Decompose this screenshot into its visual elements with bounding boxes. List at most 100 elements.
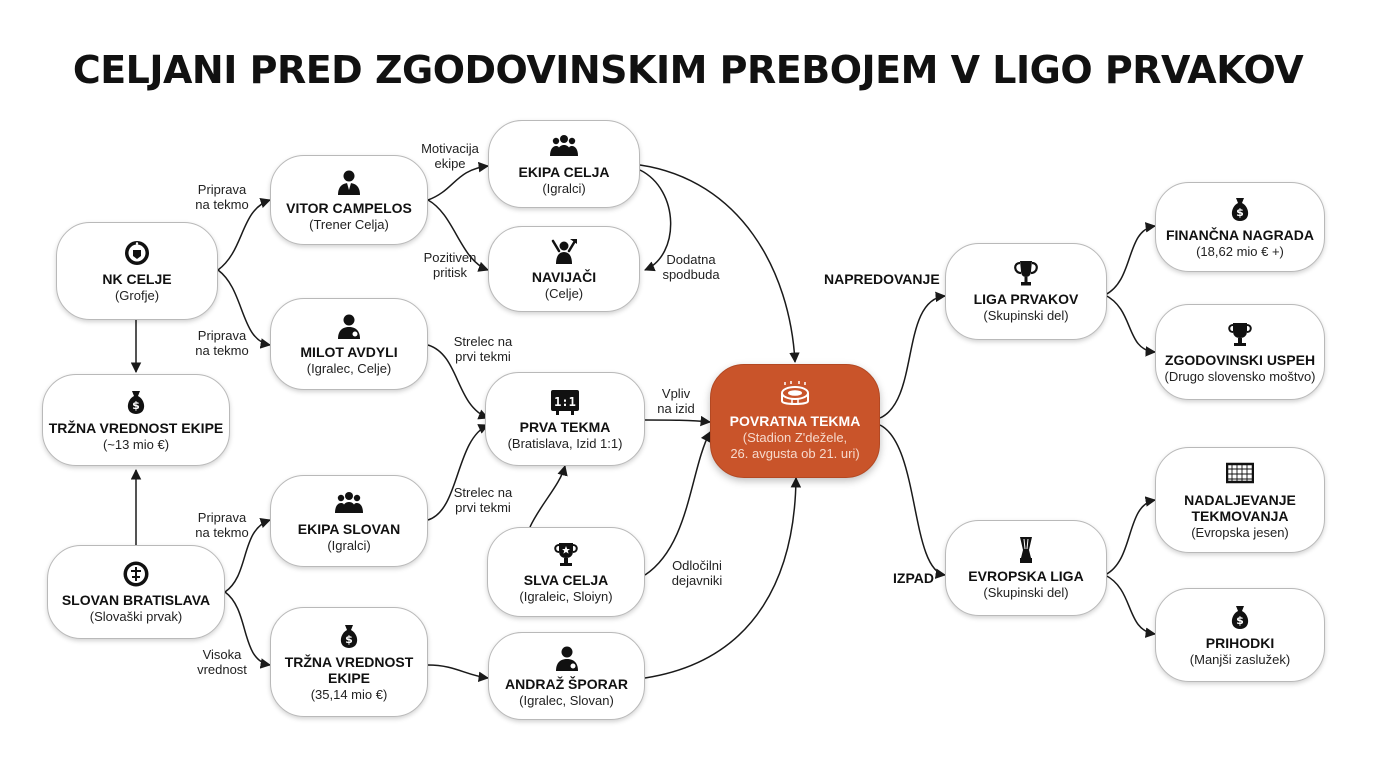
node-title: FINANČNA NAGRADA (1165, 226, 1315, 243)
money-bag-icon: $ (335, 622, 363, 650)
node-subtitle: (Igralci) (542, 180, 586, 196)
outcome-izpad: IZPAD (893, 570, 934, 586)
node-navijaci[interactable]: NAVIJAČI (Celje) (488, 226, 640, 312)
node-subtitle: (Slovaški prvak) (89, 608, 183, 624)
edge-liga-zgodovinski (1104, 294, 1157, 357)
node-subtitle: (~13 mio €) (102, 436, 170, 452)
node-title: TRŽNA VREDNOST EKIPE (284, 653, 414, 686)
node-povratna-tekma[interactable]: POVRATNA TEKMA (Stadion Z'dežele, 26. av… (710, 364, 880, 478)
node-nadaljevanje-tekmovanja[interactable]: NADALJEVANJE TEKMOVANJA (Evropska jesen) (1155, 447, 1325, 553)
node-title: ZGODOVINSKI USPEH (1164, 351, 1316, 368)
edge-label-vpliv: Vpliv na izid (657, 386, 695, 416)
node-title: SLOVAN BRATISLAVA (61, 591, 211, 608)
node-financna-nagrada[interactable]: $ FINANČNA NAGRADA (18,62 mio € +) (1155, 182, 1325, 272)
node-subtitle: (Bratislava, Izid 1:1) (507, 435, 623, 451)
edge-celje-milot (217, 269, 272, 349)
edge-milot-prva (427, 344, 489, 420)
node-title: NADALJEVANJE TEKMOVANJA (1184, 491, 1296, 524)
scoreboard-icon: 1:1 (551, 387, 579, 415)
node-title: VITOR CAMPELOS (286, 199, 412, 216)
svg-text:$: $ (132, 399, 140, 412)
node-subtitle: (Igralci) (327, 537, 371, 553)
edge-label-motivacija: Motivacija ekipe (421, 141, 479, 171)
edge-slva-povratna (644, 431, 711, 576)
club-crest-icon (122, 560, 150, 588)
node-nk-celje[interactable]: NK CELJE (Grofje) (56, 222, 218, 320)
node-subtitle: (Drugo slovensko moštvo) (1164, 368, 1316, 384)
edge-celje-vitor (217, 198, 271, 271)
node-milot-avdyli[interactable]: MILOT AVDYLI (Igralec, Celje) (270, 298, 428, 390)
node-subtitle: (Celje) (544, 285, 584, 301)
node-liga-prvakov[interactable]: LIGA PRVAKOV (Skupinski del) (945, 243, 1107, 340)
node-subtitle: (Igraleic, Sloiyn) (519, 588, 613, 604)
svg-text:$: $ (1236, 614, 1244, 627)
node-title: MILOT AVDYLI (300, 343, 398, 360)
money-bag-icon: $ (122, 388, 150, 416)
coach-icon (335, 168, 363, 196)
node-subtitle: (Trener Celja) (309, 216, 389, 232)
svg-text:$: $ (345, 633, 353, 646)
node-andraz-sporar[interactable]: ANDRAŽ ŠPORAR (Igralec, Slovan) (488, 632, 645, 720)
outcome-napredovanje: NAPREDOVANJE (824, 271, 940, 287)
node-title: POVRATNA TEKMA (729, 412, 861, 429)
node-title: EKIPA SLOVAN (297, 520, 401, 537)
node-ekipa-celja[interactable]: EKIPA CELJA (Igralci) (488, 120, 640, 208)
node-subtitle: (Evropska jesen) (1191, 524, 1289, 540)
edge-label-priprava-1: Priprava na tekmo (195, 182, 249, 212)
node-ekipa-slovan[interactable]: EKIPA SLOVAN (Igralci) (270, 475, 428, 567)
node-zgodovinski-uspeh[interactable]: ZGODOVINSKI USPEH (Drugo slovensko moštv… (1155, 304, 1325, 400)
edge-label-pozitiven: Pozitiven pritisk (423, 250, 477, 280)
edge-sporar-povratna (644, 476, 802, 679)
edge-liga-financna (1104, 222, 1157, 296)
node-trzna-vrednost-celje[interactable]: $ TRŽNA VREDNOST EKIPE (~13 mio €) (42, 374, 230, 466)
edge-label-dodatna: Dodatna spodbuda (662, 252, 720, 282)
node-title: EKIPA CELJA (518, 163, 610, 180)
champions-cup-icon (1012, 259, 1040, 287)
edge-ekipa-celja-navijaci (639, 169, 672, 272)
edge-label-priprava-3: Priprava na tekmo (195, 510, 249, 540)
edge-evropska-prihodki (1104, 574, 1157, 638)
edge-label-visoka: Visoka vrednost (197, 647, 247, 677)
node-subtitle: (Igralec, Celje) (306, 360, 392, 376)
node-subtitle: (18,62 mio € +) (1196, 243, 1284, 259)
edge-prva-povratna (644, 415, 712, 427)
node-slovan-bratislava[interactable]: SLOVAN BRATISLAVA (Slovaški prvak) (47, 545, 225, 639)
node-trzna-vrednost-slovan[interactable]: $ TRŽNA VREDNOST EKIPE (35,14 mio €) (270, 607, 428, 717)
stadium-icon (781, 380, 809, 409)
player-icon (553, 644, 581, 672)
node-title: NK CELJE (102, 270, 172, 287)
team-icon (335, 489, 363, 517)
node-prva-tekma[interactable]: 1:1 PRVA TEKMA (Bratislava, Izid 1:1) (485, 372, 645, 466)
goal-icon (1226, 460, 1254, 488)
node-title: PRVA TEKMA (519, 418, 611, 435)
club-crest-icon (123, 239, 151, 267)
money-bag-icon: $ (1226, 195, 1254, 223)
edge-label-priprava-2: Priprava na tekmo (195, 328, 249, 358)
fan-icon (550, 237, 578, 265)
trophy-icon (1226, 320, 1254, 348)
edge-slovan-ekipa (224, 518, 271, 593)
node-vitor-campelos[interactable]: VITOR CAMPELOS (Trener Celja) (270, 155, 428, 245)
node-evropska-liga[interactable]: EVROPSKA LIGA (Skupinski del) (945, 520, 1107, 616)
node-subtitle: (Grofje) (114, 287, 160, 303)
node-prihodki[interactable]: $ PRIHODKI (Manjši zaslužek) (1155, 588, 1325, 682)
money-bag-icon: $ (1226, 603, 1254, 631)
edge-label-odlocilni: Odločilni dejavniki (671, 558, 723, 588)
edge-ekipa-slovan-prva (427, 424, 489, 521)
node-subtitle: (Manjši zaslužek) (1189, 651, 1291, 667)
node-title: PRIHODKI (1205, 634, 1275, 651)
edge-trzna-sporar (427, 664, 490, 682)
europa-cup-icon (1012, 536, 1040, 564)
scoreboard-score: 1:1 (554, 395, 576, 409)
node-subtitle: (35,14 mio €) (310, 686, 388, 702)
node-slva-celja[interactable]: SLVA CELJA (Igraleic, Sloiyn) (487, 527, 645, 617)
node-subtitle: (Igralec, Slovan) (519, 692, 614, 708)
edge-slva-prva (529, 464, 568, 528)
edge-label-strelec-2: Strelec na prvi tekmi (453, 485, 513, 515)
edge-povratna-liga (879, 291, 947, 419)
diagram-title: CELJANI PRED ZGODOVINSKIM PREBOJEM V LIG… (72, 48, 1304, 92)
edge-label-strelec-1: Strelec na prvi tekmi (453, 334, 513, 364)
node-title: EVROPSKA LIGA (968, 567, 1084, 584)
svg-text:$: $ (1236, 206, 1244, 219)
